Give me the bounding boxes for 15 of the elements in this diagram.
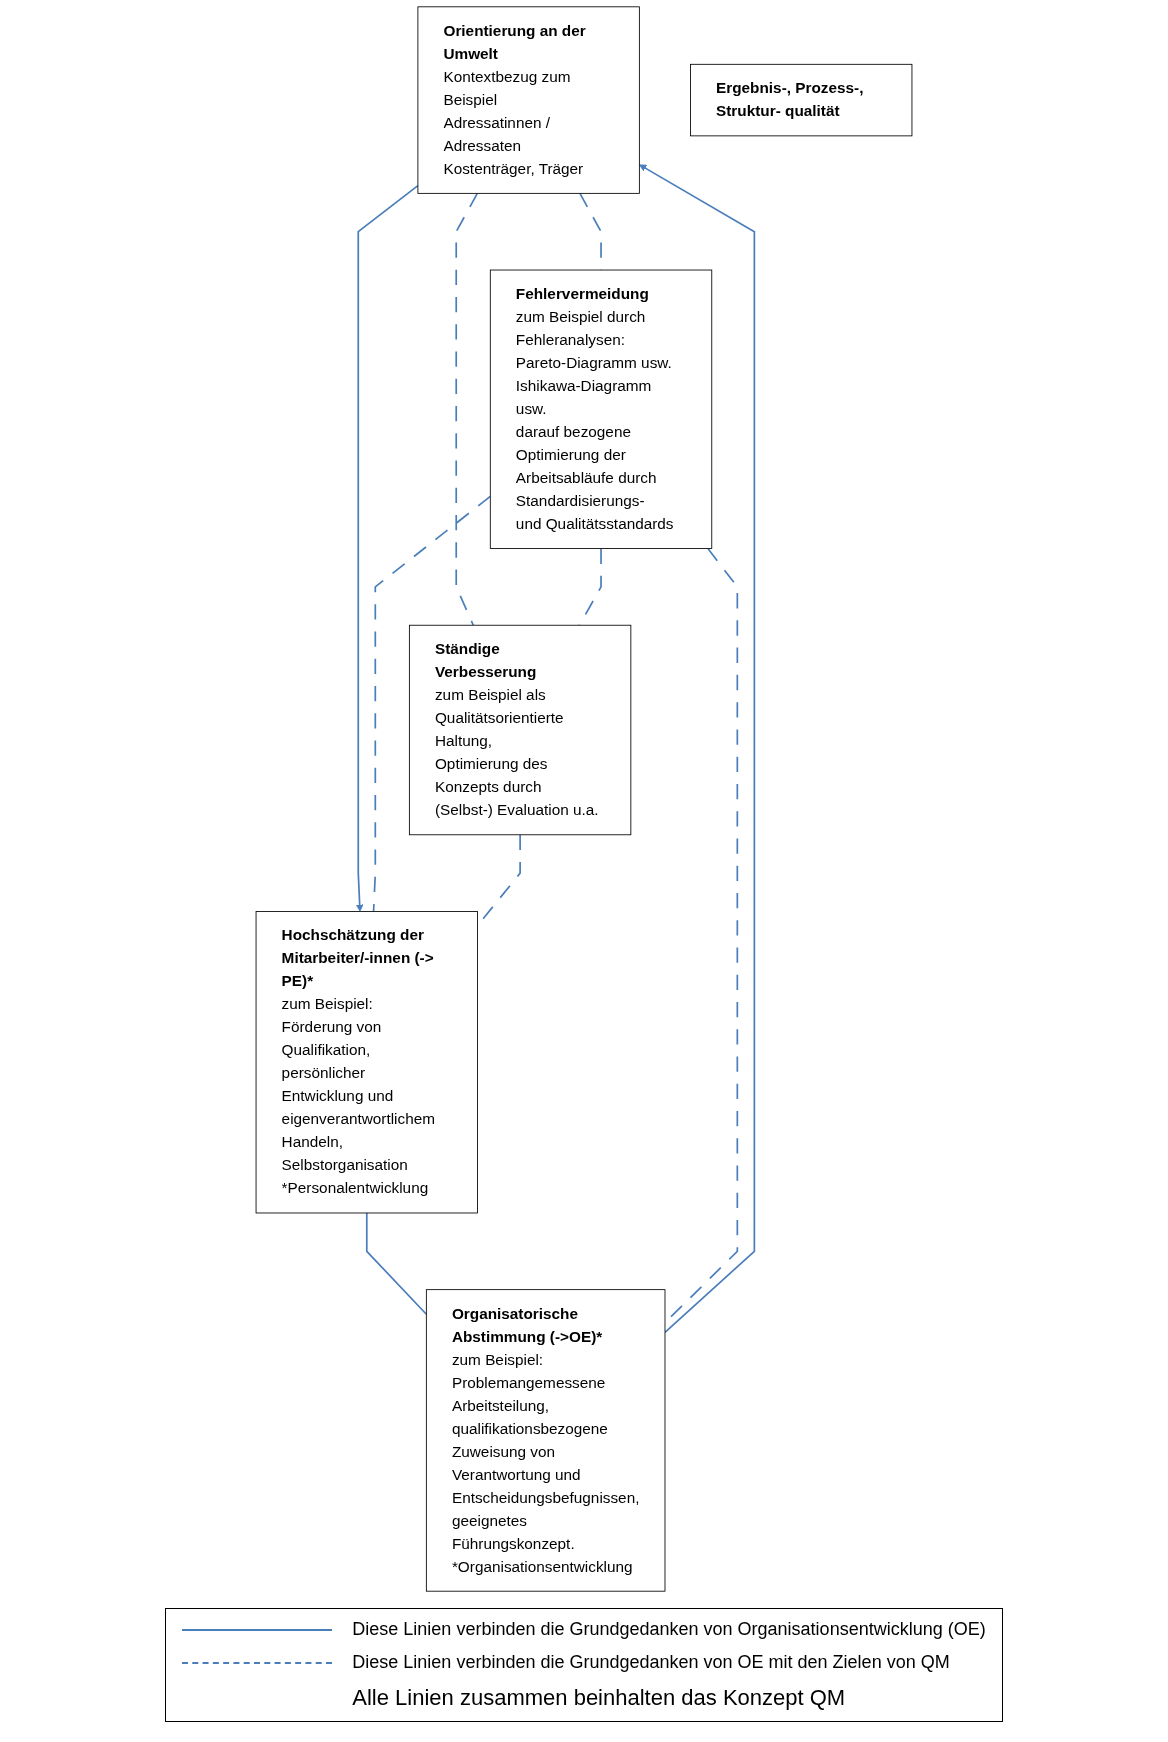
node-box: [690, 63, 913, 137]
diagram: Orientierung an der Umwelt Kontextbezug zum Beispiel Adressatinnen / Adressaten Kostenträger, Träger Fehlervermeidung zum Beispiel durch Fehleranalysen: Pareto-Diagramm usw. Ishikawa-Diagramm usw. darauf bezogene Optimierung der Arbeitsabläufe durch Standardisierungs- und Qualitätsstandards Ergebnis-, Prozess-, Struktur- qualität Ständige Verbesserung zum Beispiel als Qualitätsorientierte Haltung, Optimierung des Konzepts durch (Selbst-) Evaluation u.a. Organisatorische Abstimmung (->OE)* zum Beispiel: Problemangemessene Arbeitsteilung, qualifikationsbezogene Zuweisung von Verantwortung und Entscheidungsbefugnissen, geeignetes Führungskonzept. *Organisationsentwicklung Hochschätzung der Mitarbeiter/-innen (-> PE)* zum Beispiel: Förderung von Qualifikation, persönlicher Entwicklung und eigenverantwortlichem Handeln, Selbstorganisation *Personalentwicklung: [10, 0, 1158, 1598]
note-text: Alle Linien zusammen beinhalten das Konzept QM: [352, 1685, 846, 1711]
node-box: [255, 911, 478, 1214]
arrow: [639, 164, 756, 1334]
connector: [372, 495, 492, 913]
node-box: [408, 624, 632, 836]
node-box: [425, 1289, 666, 1592]
node-box: [417, 6, 640, 194]
legend-text: Diese Linien verbinden die Grundgedanken von Organisationsentwicklung (OE): [352, 1619, 986, 1640]
connector: [365, 1212, 428, 1316]
connector: [455, 192, 479, 627]
legend-text: Diese Linien verbinden die Grundgedanken von OE mit den Zielen von QM: [352, 1652, 950, 1673]
arrow: [355, 184, 419, 912]
node-box: [489, 269, 713, 549]
